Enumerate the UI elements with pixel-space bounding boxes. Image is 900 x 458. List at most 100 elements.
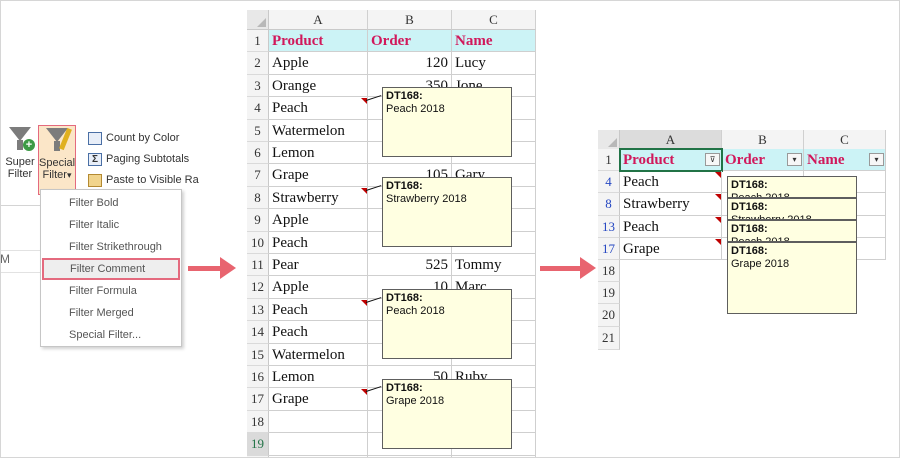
column-header-a[interactable]: A <box>269 10 368 30</box>
cell-name[interactable] <box>452 343 536 366</box>
cell-product[interactable]: Lemon <box>269 366 368 389</box>
filter-dropdown-product[interactable]: ⊽ <box>705 153 720 166</box>
cell-product[interactable]: Peach <box>269 321 368 344</box>
row-header[interactable]: 20 <box>598 304 620 327</box>
row-header[interactable]: 1 <box>247 30 269 53</box>
comment-indicator[interactable] <box>715 194 721 201</box>
row-header[interactable]: 4 <box>598 171 620 194</box>
cell-product[interactable]: Orange <box>269 74 368 98</box>
header-cell-order[interactable]: Order <box>368 30 452 53</box>
select-all-corner[interactable] <box>598 130 620 150</box>
row-header[interactable]: 8 <box>598 193 620 216</box>
cell-name[interactable]: Lucy <box>452 52 536 75</box>
special-filter-button[interactable]: Special Filter▾ <box>38 125 76 195</box>
menu-item-special-filter[interactable]: Special Filter... <box>69 329 142 341</box>
menu-item-filter-italic[interactable]: Filter Italic <box>69 219 120 231</box>
comment-indicator[interactable] <box>361 299 367 306</box>
header-cell-product[interactable]: Product <box>269 30 368 53</box>
menu-item-filter-strikethrough[interactable]: Filter Strikethrough <box>69 241 162 253</box>
cell-name[interactable] <box>452 142 536 165</box>
cell-product[interactable]: Grape <box>269 388 368 411</box>
cell-product[interactable]: Strawberry <box>620 193 722 216</box>
cell-product[interactable]: Peach <box>269 231 368 254</box>
cell-product[interactable]: Grape <box>620 237 722 260</box>
row-header[interactable]: 3 <box>247 74 269 98</box>
cell-product[interactable]: Peach <box>620 171 722 194</box>
column-header-b[interactable]: B <box>368 10 452 30</box>
comment-indicator[interactable] <box>715 172 721 179</box>
filter-dropdown-name[interactable]: ▾ <box>869 153 884 166</box>
column-header-c[interactable]: C <box>804 130 886 150</box>
row-header[interactable]: 19 <box>247 433 269 456</box>
cell-order[interactable]: 525 <box>368 254 452 277</box>
cell-product[interactable]: Apple <box>269 276 368 299</box>
row-header[interactable]: 5 <box>247 119 269 142</box>
chevron-down-icon: ▾ <box>66 170 72 180</box>
empty-cell[interactable] <box>269 410 368 434</box>
row-header[interactable]: 14 <box>247 321 269 344</box>
header-cell-name[interactable]: Name <box>452 30 536 53</box>
cell-product[interactable]: Watermelon <box>269 343 368 366</box>
row-header[interactable]: 2 <box>247 52 269 75</box>
empty-cell[interactable] <box>368 455 452 458</box>
cell-product[interactable]: Watermelon <box>269 119 368 142</box>
row-header[interactable]: 12 <box>247 276 269 299</box>
row-header[interactable]: 18 <box>247 410 269 434</box>
comment-author: DT168: <box>731 179 768 191</box>
empty-cell[interactable] <box>452 455 536 458</box>
column-header-b[interactable]: B <box>722 130 804 150</box>
comment-indicator[interactable] <box>361 389 367 396</box>
super-filter-button[interactable]: + Super Filter <box>4 125 36 195</box>
row-header[interactable]: 21 <box>598 326 620 350</box>
cell-product[interactable]: Peach <box>620 215 722 238</box>
column-header-a[interactable]: A <box>620 130 722 150</box>
cell-name[interactable]: Tommy <box>452 254 536 277</box>
row-header[interactable]: 1 <box>598 149 620 172</box>
row-header[interactable]: 17 <box>598 237 620 260</box>
cell-product[interactable]: Apple <box>269 209 368 232</box>
cell-product[interactable]: Strawberry <box>269 186 368 210</box>
filter-dropdown-order[interactable]: ▾ <box>787 153 802 166</box>
row-header[interactable]: 9 <box>247 209 269 232</box>
cell-product[interactable]: Peach <box>269 97 368 120</box>
row-header[interactable]: 15 <box>247 343 269 366</box>
menu-item-filter-comment[interactable]: Filter Comment <box>42 258 180 280</box>
cell-name[interactable] <box>452 231 536 254</box>
row-header[interactable]: 18 <box>598 260 620 283</box>
row-header[interactable]: 13 <box>247 298 269 322</box>
paste-to-visible-button[interactable]: Paste to Visible Ra <box>86 170 199 191</box>
comment-indicator[interactable] <box>361 187 367 194</box>
header-cell-name[interactable]: Name <box>804 149 886 172</box>
menu-item-filter-bold[interactable]: Filter Bold <box>69 197 119 209</box>
empty-cell[interactable] <box>269 433 368 456</box>
row-header[interactable]: 7 <box>247 164 269 187</box>
column-header-c[interactable]: C <box>452 10 536 30</box>
menu-item-filter-formula[interactable]: Filter Formula <box>69 285 137 297</box>
row-header[interactable]: 11 <box>247 254 269 277</box>
count-by-color-button[interactable]: Count by Color <box>86 128 198 149</box>
cell-product[interactable]: Pear <box>269 254 368 277</box>
select-all-corner[interactable] <box>247 10 269 30</box>
cell-product[interactable]: Grape <box>269 164 368 187</box>
row-header[interactable]: 19 <box>598 282 620 305</box>
row-header[interactable]: 20 <box>247 455 269 458</box>
header-cell-order[interactable]: Order <box>722 149 804 172</box>
cell-product[interactable]: Peach <box>269 298 368 322</box>
row-header[interactable]: 8 <box>247 186 269 210</box>
row-header[interactable]: 6 <box>247 142 269 165</box>
row-header[interactable]: 13 <box>598 215 620 238</box>
comment-indicator[interactable] <box>715 216 721 223</box>
comment-indicator[interactable] <box>361 98 367 105</box>
comment-indicator[interactable] <box>715 238 721 245</box>
row-header[interactable]: 4 <box>247 97 269 120</box>
row-header[interactable]: 10 <box>247 231 269 254</box>
row-header[interactable]: 16 <box>247 366 269 389</box>
row-header[interactable]: 17 <box>247 388 269 411</box>
cell-product[interactable]: Lemon <box>269 142 368 165</box>
empty-cell[interactable] <box>452 433 536 456</box>
empty-cell[interactable] <box>269 455 368 458</box>
cell-product[interactable]: Apple <box>269 52 368 75</box>
cell-order[interactable]: 120 <box>368 52 452 75</box>
paging-subtotals-button[interactable]: Σ Paging Subtotals <box>86 149 198 170</box>
menu-item-filter-merged[interactable]: Filter Merged <box>69 307 134 319</box>
